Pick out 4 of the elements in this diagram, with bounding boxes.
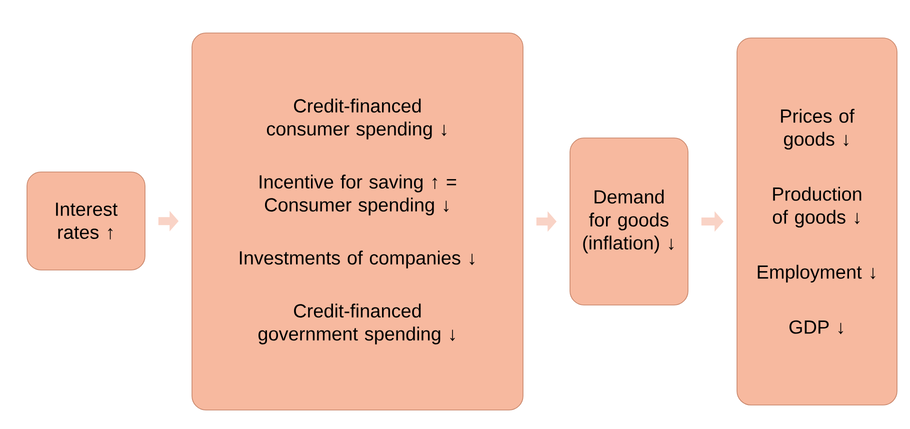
process-box: Prices of goods ↓ Production of goods ↓ Employment ↓ GDP ↓ [736, 38, 898, 406]
process-box: Demand for goods (inflation) ↓ [570, 138, 688, 306]
process-box: Credit-financed consumer spending ↓ Incentive for saving ↑ = Consumer spending ↓ Investments of companies ↓ Credit-financed government spending ↓ [192, 32, 524, 410]
process-box: Interest rates ↑ [26, 172, 146, 270]
